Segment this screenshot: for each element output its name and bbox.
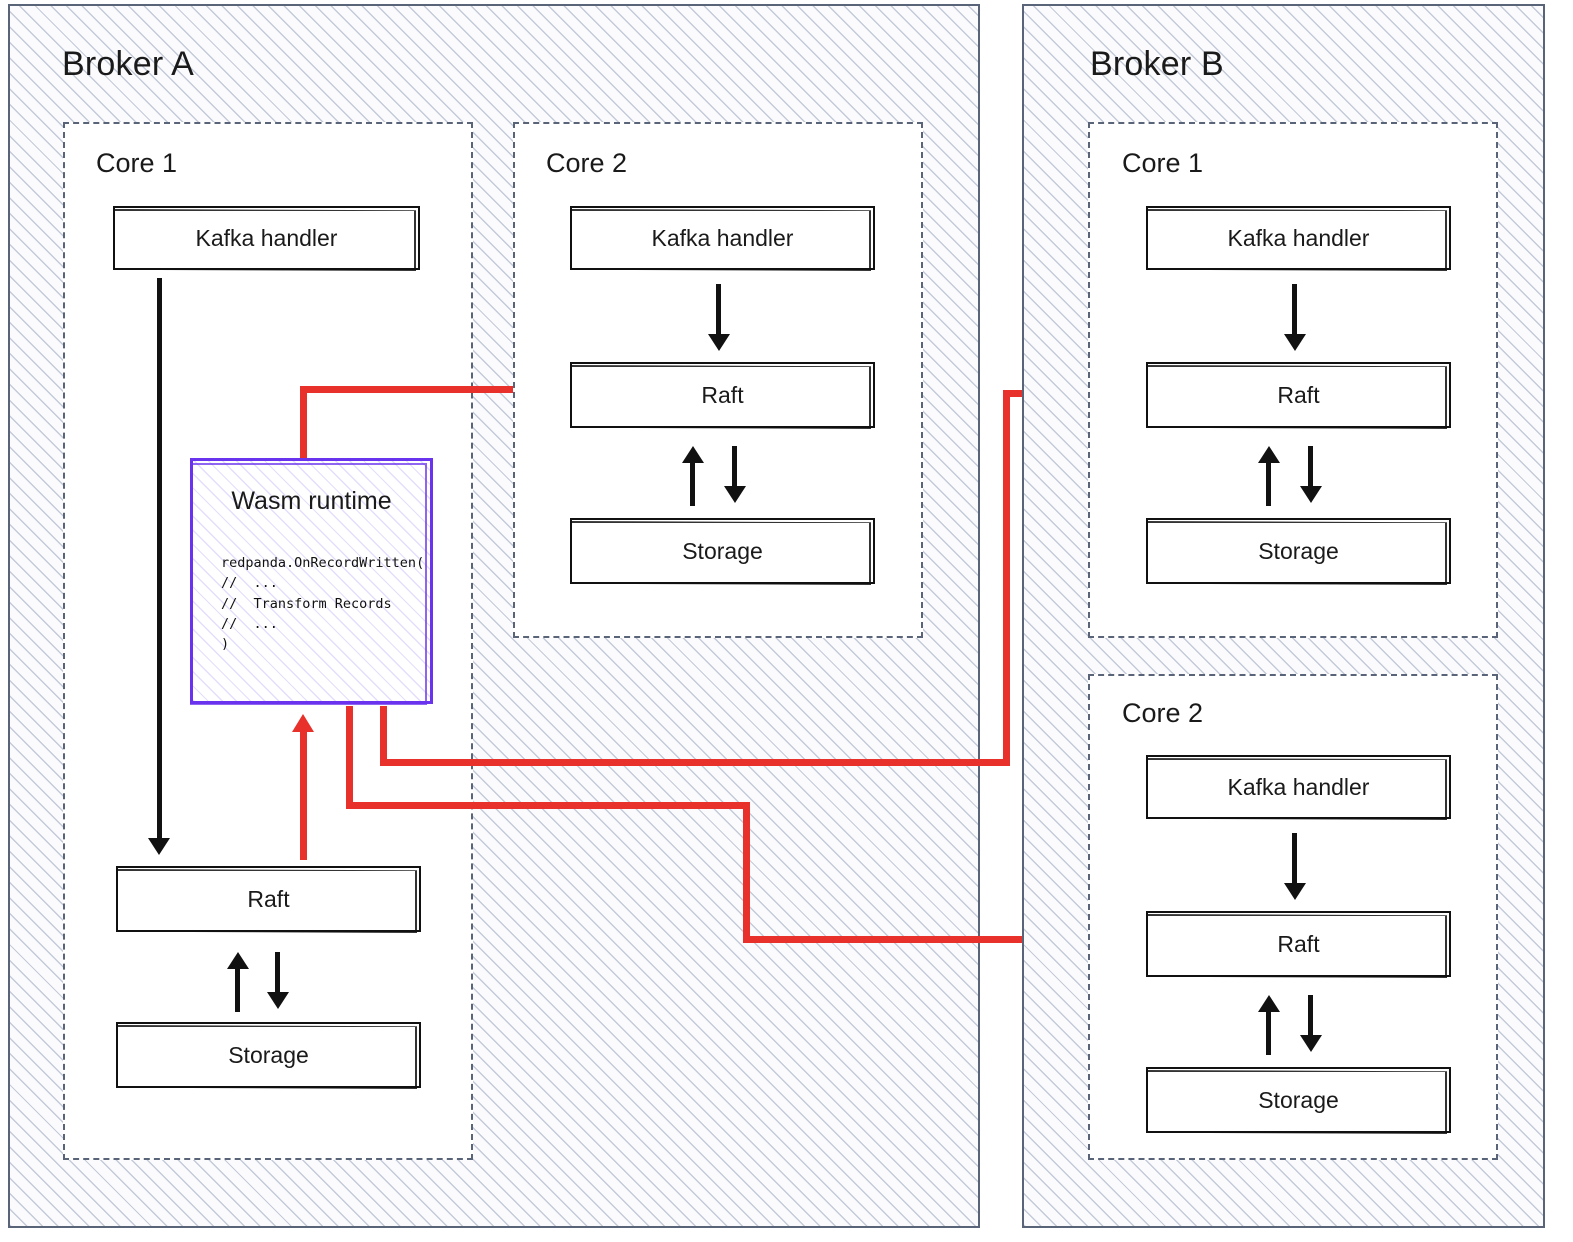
b1-raft-to-storage-arrowhead [1300,486,1322,503]
broker-b-core-1-raft-label: Raft [1277,381,1320,408]
broker-b-core-1-raft-box: Raft [1146,362,1451,428]
b2-raft-to-storage-arrowhead [1300,1035,1322,1052]
a2-raft-to-storage-arrowhead [724,486,746,503]
wasm-runtime-code: redpanda.OnRecordWritten( // ... // Tran… [221,555,425,652]
wasm-to-a2-raft-vline [300,392,307,458]
broker-b-core-1-storage-box: Storage [1146,518,1451,584]
broker-a-title: Broker A [62,45,194,83]
broker-b-core-2-raft-box: Raft [1146,911,1451,977]
wasm-to-b2-raft-vline-drop [743,802,750,939]
broker-b-core-2-kafka-handler-box: Kafka handler [1146,755,1451,819]
wasm-to-b2-raft-vline-start [346,706,353,805]
a2-storage-to-raft-line [690,462,695,506]
a1-storage-to-raft-line [235,968,240,1012]
raft-to-wasm-arrowhead [292,714,314,732]
broker-a-core-1-kafka-handler-label: Kafka handler [195,224,338,251]
wasm-to-b1-raft-vline-riser [1003,390,1010,766]
a1-raft-to-storage-arrowhead [267,992,289,1009]
wasm-to-b1-raft-hline [380,759,1010,766]
wasm-to-b1-raft-vline-start [380,706,387,762]
b1-kafka-to-raft-arrowhead [1284,334,1306,351]
a2-storage-to-raft-arrowhead [682,446,704,463]
b2-kafka-to-raft-line [1292,833,1297,887]
broker-b-core-1-kafka-handler-label: Kafka handler [1227,224,1370,251]
wasm-runtime-title: Wasm runtime [231,487,392,515]
b1-storage-to-raft-arrowhead [1258,446,1280,463]
wasm-to-b2-raft-hline-end [743,936,1117,943]
wasm-runtime-box: Wasm runtime redpanda.OnRecordWritten( /… [190,458,433,705]
a2-kafka-to-raft-line [716,284,721,338]
broker-a-core-1-kafka-handler-box: Kafka handler [113,206,420,270]
broker-a-core-2-storage-box: Storage [570,518,875,584]
broker-b-core-2-storage-box: Storage [1146,1067,1451,1133]
a2-kafka-to-raft-arrowhead [708,334,730,351]
broker-b-core-2-raft-label: Raft [1277,930,1320,957]
broker-a-core-1-raft-box: Raft [116,866,421,932]
broker-a-core-2-raft-label: Raft [701,381,744,408]
broker-a-core-1-storage-label: Storage [228,1041,309,1068]
broker-a-core-1-storage-box: Storage [116,1022,421,1088]
broker-b-core-2-storage-label: Storage [1258,1086,1339,1113]
a1-kafka-to-raft-arrowhead [148,838,170,855]
a2-raft-to-storage-line [732,446,737,490]
b2-storage-to-raft-arrowhead [1258,995,1280,1012]
broker-b-core-1-kafka-handler-box: Kafka handler [1146,206,1451,270]
b1-storage-to-raft-line [1266,462,1271,506]
a1-kafka-to-raft-line [157,278,162,842]
b2-kafka-to-raft-arrowhead [1284,883,1306,900]
b2-raft-to-storage-line [1308,995,1313,1039]
broker-a-core-1-raft-label: Raft [247,885,290,912]
raft-to-wasm-vline [300,730,307,860]
broker-b-title: Broker B [1090,45,1224,83]
wasm-to-a2-raft-hline [300,386,550,393]
b1-kafka-to-raft-line [1292,284,1297,338]
a1-raft-to-storage-line [275,952,280,996]
broker-b-core-2-title: Core 2 [1122,698,1204,728]
broker-a-core-2-title: Core 2 [546,148,628,178]
b2-storage-to-raft-line [1266,1011,1271,1055]
broker-b-core-2-kafka-handler-label: Kafka handler [1227,773,1370,800]
wasm-to-b2-raft-hline [346,802,750,809]
broker-b-core-1-title: Core 1 [1122,148,1204,178]
a1-storage-to-raft-arrowhead [227,952,249,969]
broker-a-core-2-kafka-handler-label: Kafka handler [651,224,794,251]
broker-a-core-2-kafka-handler-box: Kafka handler [570,206,875,270]
broker-b-core-1-storage-label: Storage [1258,537,1339,564]
broker-a-core-2-raft-box: Raft [570,362,875,428]
b1-raft-to-storage-line [1308,446,1313,490]
broker-a-core-2-storage-label: Storage [682,537,763,564]
broker-a-core-1-title: Core 1 [96,148,178,178]
